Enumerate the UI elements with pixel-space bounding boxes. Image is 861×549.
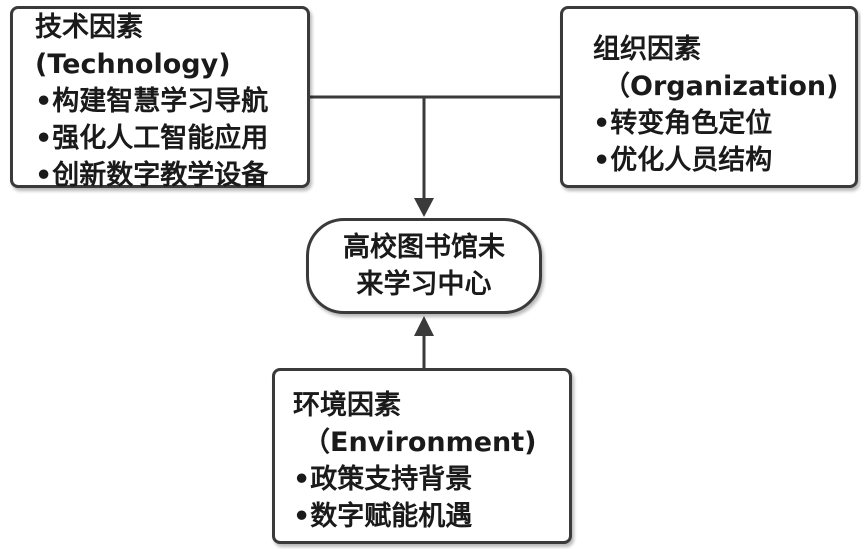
technology-factor-box: 技术因素 (Technology) •构建智慧学习导航 •强化人工智能应用 •创… <box>10 6 310 191</box>
environment-subtitle: （Environment) <box>303 427 537 458</box>
environment-title: 环境因素 <box>293 390 401 421</box>
center-label-line: 来学习中心 <box>356 269 492 300</box>
technology-subtitle: (Technology) <box>35 49 231 80</box>
organization-title: 组织因素 <box>593 34 701 65</box>
technology-item: •强化人工智能应用 <box>35 123 269 154</box>
center-node: 高校图书馆未 来学习中心 <box>306 218 542 314</box>
technology-item: •创新数字教学设备 <box>35 160 269 191</box>
technology-title: 技术因素 <box>35 12 143 43</box>
environment-item: •政策支持背景 <box>293 464 473 495</box>
technology-item: •构建智慧学习导航 <box>35 86 269 117</box>
center-label-line: 高校图书馆未 <box>343 232 505 263</box>
arrowhead-up-icon <box>414 316 434 336</box>
organization-item: •优化人员结构 <box>593 145 773 176</box>
environment-item: •数字赋能机遇 <box>293 501 473 532</box>
organization-item: •转变角色定位 <box>593 108 773 139</box>
organization-factor-box: 组织因素 （Organization) •转变角色定位 •优化人员结构 <box>560 6 858 188</box>
environment-factor-box: 环境因素 （Environment) •政策支持背景 •数字赋能机遇 <box>272 368 572 544</box>
arrowhead-down-icon <box>414 198 434 217</box>
organization-subtitle: （Organization) <box>603 71 839 102</box>
